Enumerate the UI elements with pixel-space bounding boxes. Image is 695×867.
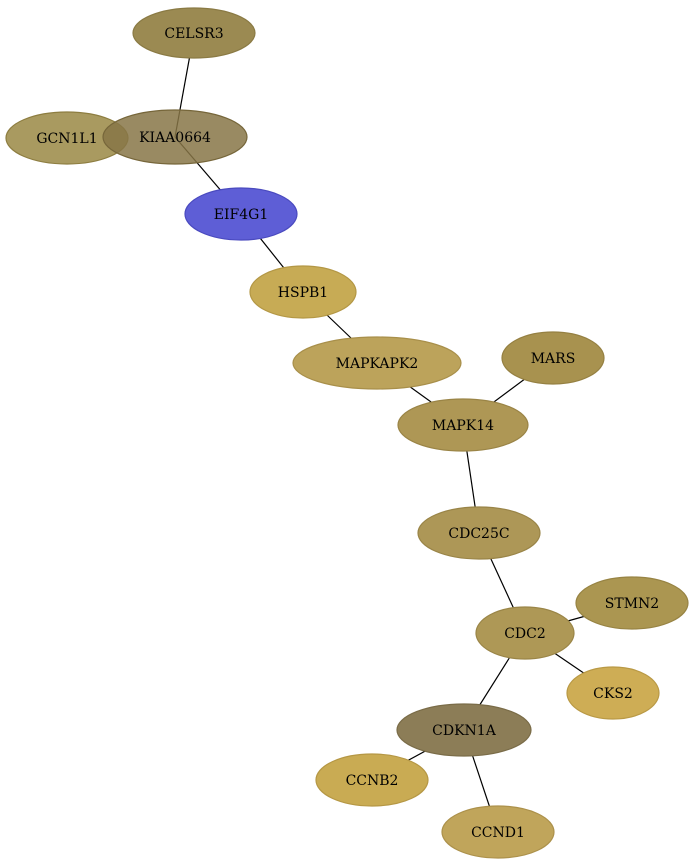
node-mapkapk2[interactable]: MAPKAPK2 <box>292 336 462 390</box>
node-label-cdc2: CDC2 <box>504 626 546 642</box>
node-label-ccnd1: CCND1 <box>471 825 525 841</box>
node-shape-ccnb2 <box>315 753 429 807</box>
node-label-eif4g1: EIF4G1 <box>214 207 268 223</box>
node-shape-cks2 <box>566 666 660 720</box>
node-cdc25c[interactable]: CDC25C <box>417 506 541 560</box>
node-label-stmn2: STMN2 <box>605 596 659 612</box>
node-ccnd1[interactable]: CCND1 <box>441 805 555 859</box>
node-shape-cdc2 <box>475 606 575 660</box>
node-label-mars: MARS <box>531 351 576 367</box>
node-shape-mapkapk2 <box>292 336 462 390</box>
node-label-gcn1l1: GCN1L1 <box>36 131 97 147</box>
node-label-hspb1: HSPB1 <box>278 285 328 301</box>
node-cdkn1a[interactable]: CDKN1A <box>396 703 532 757</box>
node-eif4g1[interactable]: EIF4G1 <box>184 187 298 241</box>
node-shape-stmn2 <box>575 576 689 630</box>
node-mars[interactable]: MARS <box>501 331 605 385</box>
node-label-mapk14: MAPK14 <box>432 418 494 434</box>
node-mapk14[interactable]: MAPK14 <box>397 398 529 452</box>
node-shape-cdkn1a <box>396 703 532 757</box>
node-shape-mapk14 <box>397 398 529 452</box>
node-shape-ccnd1 <box>441 805 555 859</box>
node-label-mapkapk2: MAPKAPK2 <box>336 356 419 372</box>
node-label-cks2: CKS2 <box>593 686 633 702</box>
node-cdc2[interactable]: CDC2 <box>475 606 575 660</box>
node-label-kiaa0664: KIAA0664 <box>139 130 211 146</box>
node-shape-mars <box>501 331 605 385</box>
node-cks2[interactable]: CKS2 <box>566 666 660 720</box>
node-celsr3[interactable]: CELSR3 <box>132 7 256 59</box>
node-shape-kiaa0664 <box>102 109 248 165</box>
node-label-cdc25c: CDC25C <box>448 526 509 542</box>
node-hspb1[interactable]: HSPB1 <box>249 265 357 319</box>
node-shape-celsr3 <box>132 7 256 59</box>
node-shape-cdc25c <box>417 506 541 560</box>
node-label-cdkn1a: CDKN1A <box>432 723 497 739</box>
node-ccnb2[interactable]: CCNB2 <box>315 753 429 807</box>
node-shape-hspb1 <box>249 265 357 319</box>
node-stmn2[interactable]: STMN2 <box>575 576 689 630</box>
node-label-ccnb2: CCNB2 <box>346 773 399 789</box>
node-kiaa0664[interactable]: KIAA0664 <box>102 109 248 165</box>
node-shape-eif4g1 <box>184 187 298 241</box>
node-label-celsr3: CELSR3 <box>164 26 223 42</box>
